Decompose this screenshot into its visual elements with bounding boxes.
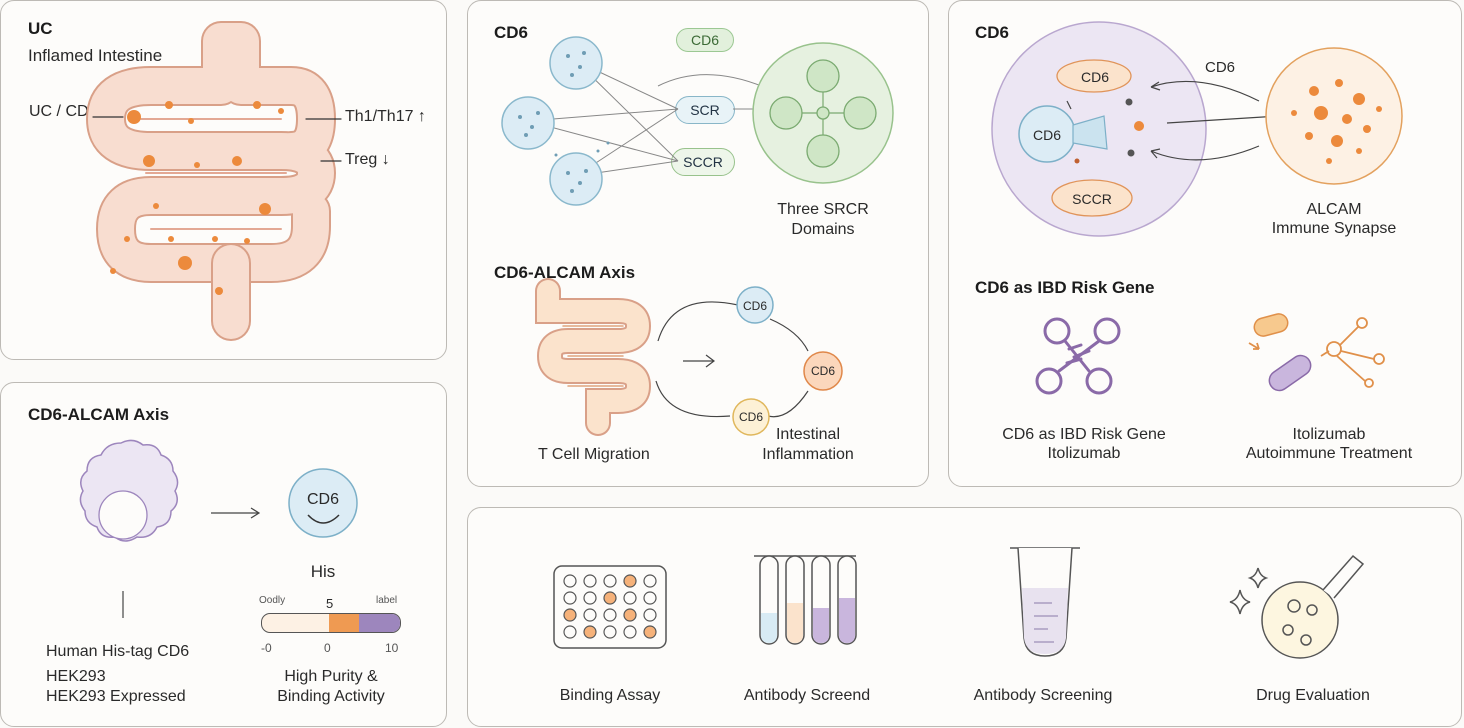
well xyxy=(623,591,637,605)
srcr-domains-icon xyxy=(752,42,894,184)
alcam-cell-icon xyxy=(1265,47,1403,185)
cd6-his-label: CD6 xyxy=(306,491,339,508)
label-inflammation: Inflammation xyxy=(762,446,854,463)
itolizumab-drug-icon xyxy=(1248,313,1385,392)
well xyxy=(603,625,617,639)
well xyxy=(643,608,657,622)
risk-right-2: Autoimmune Treatment xyxy=(1245,445,1413,462)
risk-diagram xyxy=(1035,313,1385,395)
pill-scr: SCR xyxy=(675,96,735,124)
cell-icon-1 xyxy=(501,36,603,206)
purity-label-1: High Purity & xyxy=(284,668,378,685)
pill-cd6-left: CD6 xyxy=(1032,127,1061,143)
panel-axis-mid-title: CD6-ALCAM Axis xyxy=(494,263,636,282)
product-diagram xyxy=(79,439,358,618)
panel-uc-title: UC xyxy=(28,19,53,38)
applications-icons xyxy=(553,547,1365,659)
inflamed-intestine-icon xyxy=(86,21,342,341)
alcam-label-2: Immune Synapse xyxy=(1271,220,1397,237)
well xyxy=(583,591,597,605)
label-treg: Treg ↓ xyxy=(345,151,390,168)
desc-2: HEK293 xyxy=(46,668,106,685)
pill-cd6-top: CD6 xyxy=(676,28,734,52)
well xyxy=(603,574,617,588)
label-intestinal: Intestinal xyxy=(775,426,841,443)
pill-cd6-top: CD6 xyxy=(1080,69,1109,85)
risk-right-1: Itolizumab xyxy=(1292,426,1366,443)
panel-uc-subtitle: Inflamed Intestine xyxy=(28,46,163,65)
risk-left-2: Itolizumab xyxy=(1047,445,1121,462)
protein-icon xyxy=(79,439,179,542)
label-t-cell-migration: T Cell Migration xyxy=(538,446,650,463)
risk-left-1: CD6 as IBD Risk Gene xyxy=(1002,426,1166,443)
domains-label-2: Domains xyxy=(791,221,855,238)
panel-cd6-synapse: CD6 CD6 CD6 SCCR CD6 ALCAM Immune Synaps… xyxy=(948,0,1462,487)
well xyxy=(583,625,597,639)
well xyxy=(623,608,637,622)
arrow-label-cd6: CD6 xyxy=(1205,59,1236,76)
well xyxy=(563,625,577,639)
axis-mid-diagram xyxy=(535,278,843,436)
panel-risk-title: CD6 as IBD Risk Gene xyxy=(975,278,1155,297)
node-cd6-yellow xyxy=(732,398,770,436)
domains-label-1: Three SRCR xyxy=(777,201,869,218)
desc-1: Human His-tag CD6 xyxy=(46,643,190,660)
well xyxy=(603,591,617,605)
well xyxy=(603,608,617,622)
app-label-binding-assay: Binding Assay xyxy=(559,687,661,704)
small-intestine-icon xyxy=(535,278,652,436)
node-cd6-orange xyxy=(803,351,843,391)
tick-0: -0 xyxy=(261,641,272,655)
beaker-icon xyxy=(1010,547,1080,657)
panel-product: CD6-ALCAM Axis CD6 His Oodly 5 label -0 … xyxy=(0,382,447,727)
tick-2: 10 xyxy=(385,641,399,655)
label-th1-th17: Th1/Th17 ↑ xyxy=(345,108,426,125)
panel-uc: UC Inflamed Intestine UC / CD Th1/Th17 ↑… xyxy=(0,0,447,360)
label-uc-cd: UC / CD xyxy=(29,103,89,120)
purity-bar xyxy=(261,613,401,633)
app-label-antibody-screend: Antibody Screend xyxy=(743,687,871,704)
panel-synapse-title: CD6 xyxy=(975,23,1010,42)
well xyxy=(563,574,577,588)
well xyxy=(623,625,637,639)
node-cd6-blue xyxy=(736,286,774,324)
node3-label: CD6 xyxy=(738,410,763,424)
node2-label: CD6 xyxy=(810,364,835,378)
well xyxy=(563,591,577,605)
synapse-diagram xyxy=(991,21,1403,237)
cd6-domains-diagram xyxy=(501,36,894,206)
cd6-his-icon xyxy=(288,468,358,538)
purity-label-2: Binding Activity xyxy=(277,688,385,705)
dna-gene-icon xyxy=(1035,317,1121,395)
app-label-drug-evaluation: Drug Evaluation xyxy=(1256,687,1370,704)
bar-right-label: label xyxy=(376,595,398,606)
well xyxy=(643,574,657,588)
panel-product-title: CD6-ALCAM Axis xyxy=(28,405,170,424)
desc-3: HEK293 Expressed xyxy=(46,688,186,705)
alcam-label-1: ALCAM xyxy=(1306,201,1362,218)
panel-applications: Binding Assay Antibody Screend Antibody … xyxy=(467,507,1462,727)
well xyxy=(583,608,597,622)
well xyxy=(583,574,597,588)
bar-mid-label: 5 xyxy=(326,596,334,611)
pill-sccr: SCCR xyxy=(1072,191,1112,207)
app-label-antibody-screening: Antibody Screening xyxy=(973,687,1113,704)
well xyxy=(643,625,657,639)
test-tubes-icon xyxy=(754,555,857,645)
well-plate-icon xyxy=(553,565,667,649)
panel-structure-title: CD6 xyxy=(494,23,529,42)
well xyxy=(623,574,637,588)
well xyxy=(643,591,657,605)
node1-label: CD6 xyxy=(742,299,767,313)
well xyxy=(563,608,577,622)
bar-left-label: Oodly xyxy=(259,595,286,606)
flask-icon xyxy=(1229,554,1365,659)
his-label: His xyxy=(310,562,336,581)
tick-1: 0 xyxy=(324,641,331,655)
panel-cd6-structure: CD6 CD6 SCR SCCR Three SRCR Domains xyxy=(467,0,929,487)
